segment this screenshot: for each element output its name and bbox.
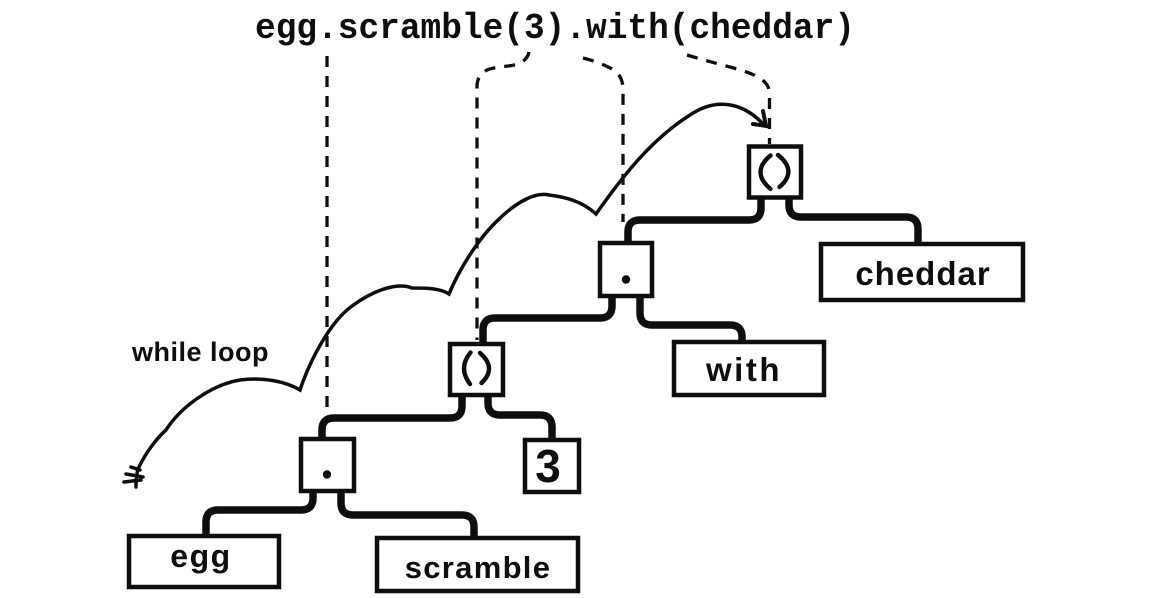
- svg-text:with: with: [705, 351, 782, 388]
- svg-text:scramble: scramble: [405, 550, 552, 585]
- svg-text:cheddar: cheddar: [855, 255, 990, 292]
- svg-text:while loop: while loop: [131, 337, 269, 367]
- svg-text:3: 3: [535, 440, 561, 492]
- svg-text:egg.scramble(3).with(cheddar): egg.scramble(3).with(cheddar): [255, 8, 855, 49]
- svg-text:egg: egg: [170, 538, 231, 574]
